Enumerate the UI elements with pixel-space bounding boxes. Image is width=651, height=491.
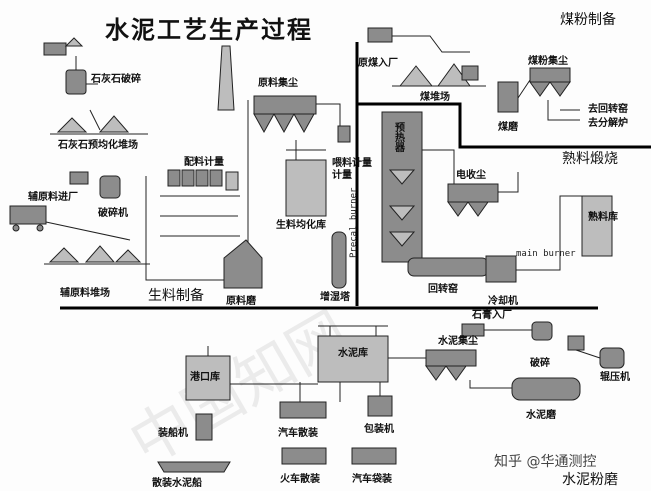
raw-silo-icon [286,160,326,216]
label-crusher2: 破碎 [530,356,550,369]
label-main-burner: main burner [516,249,576,259]
wheel-icon [13,225,19,231]
label-cond-tower: 增湿塔 [320,290,351,303]
truck-icon [70,172,88,184]
ship-icon [158,462,230,472]
roller-press-icon [600,348,624,368]
hopper-icon [568,336,584,350]
label-ship-loader: 装船机 [157,426,188,439]
coal-mill-icon [498,82,518,112]
label-elec-dust: 电收尘 [456,168,486,181]
label-gypsum-in: 石膏入厂 [471,308,512,321]
hopper-icon [182,170,194,186]
aux-pile-icon [50,246,140,262]
hopper-icon [196,170,208,186]
label-truck-bulk: 汽车散装 [278,426,318,439]
dump-bin-icon [66,38,82,46]
bag-truck-icon [352,448,396,464]
section-raw: 生料制备 [148,287,204,304]
label-coal-yard: 煤堆场 [420,90,450,103]
cooler-icon [486,256,516,282]
stacker-icon [462,66,478,80]
label-batching: 配料计量 [184,155,224,168]
elec-dust-collector-icon [448,184,498,202]
label-feed-meter: 喂料计量 [332,156,372,169]
limestone-pile-icon [58,116,128,132]
crusher-icon [532,322,552,340]
label-raw-dust: 原料集尘 [258,76,298,89]
label-kiln: 回转窑 [428,282,458,295]
label-ship-bulk: 散装水泥船 [152,476,202,489]
hopper-icon [226,172,238,190]
label-aux-in: 辅原料进厂 [28,190,78,203]
watermark-handle: 知乎 @华通测控 [494,453,596,470]
label-limestone-yard: 石灰石预均化堆场 [57,138,138,151]
cement-mill-icon [512,378,580,400]
rotary-kiln-icon [408,258,488,276]
coal-dust-collector-icon [530,68,570,82]
truck-icon [44,43,66,55]
rail-car-icon [10,206,46,224]
dust-hopper-icon [448,202,488,216]
dust-hopper-icon [530,82,570,96]
ship-loader-icon [196,414,212,440]
svg-text:计量: 计量 [332,168,352,181]
packer-icon [368,396,392,416]
train-car-icon [282,448,326,464]
label-cooler: 冷却机 [488,294,518,307]
limestone-crusher-icon [66,70,86,94]
dust-hopper-icon [426,366,466,380]
label-aux-yard: 辅原料堆场 [60,286,110,299]
label-raw-coal-in: 原煤入厂 [358,56,398,69]
conditioning-tower-icon [332,232,346,288]
section-clinker: 熟料煅烧 [562,151,618,167]
coal-pile-icon [400,64,470,86]
label-cement-dust: 水泥集尘 [437,334,478,347]
label-to-kiln: 去回转窑 [588,102,628,115]
label-precal-burner: Precal burner [349,187,359,258]
label-limestone-crusher: 石灰石破碎 [90,72,141,85]
gypsum-truck-icon [462,324,484,336]
label-coal-mill: 煤磨 [498,120,519,133]
label-truck-bag: 汽车袋装 [352,472,392,485]
label-crusher: 破碎机 [98,206,128,219]
cement-dust-collector-icon [426,350,476,366]
diagram-title: 水泥工艺生产过程 [105,15,313,44]
label-coal-dust: 煤粉集尘 [528,54,568,67]
hopper-icon [210,170,222,186]
raw-mill-icon [224,240,262,288]
clinker-silo-icon [582,196,612,256]
chimney-icon [218,46,234,110]
feed-meter-icon [338,126,350,142]
coal-wagon-icon [368,28,392,42]
section-coal: 煤粉制备 [560,11,616,28]
label-raw-mill: 原料磨 [226,294,257,307]
bulk-truck-icon [280,402,326,418]
label-to-calciner: 去分解炉 [588,116,628,129]
label-clinker-silo: 熟料库 [588,210,618,223]
label-train-bulk: 火车散装 [280,472,320,485]
hopper-icon [168,170,180,186]
cement-silo-icon [318,336,388,382]
label-raw-silo: 生料均化库 [276,218,326,231]
label-cement-mill: 水泥磨 [525,408,557,421]
label-port-silo: 港口库 [190,370,220,383]
dust-hopper-icon [254,114,314,132]
crusher-icon [100,176,120,198]
section-cement: 水泥粉磨 [562,472,618,488]
label-roller-press: 辊压机 [600,370,630,383]
label-packer: 包装机 [364,422,394,435]
wheel-icon [37,225,43,231]
raw-dust-collector-icon [254,96,316,114]
label-cement-silo: 水泥库 [337,346,368,359]
